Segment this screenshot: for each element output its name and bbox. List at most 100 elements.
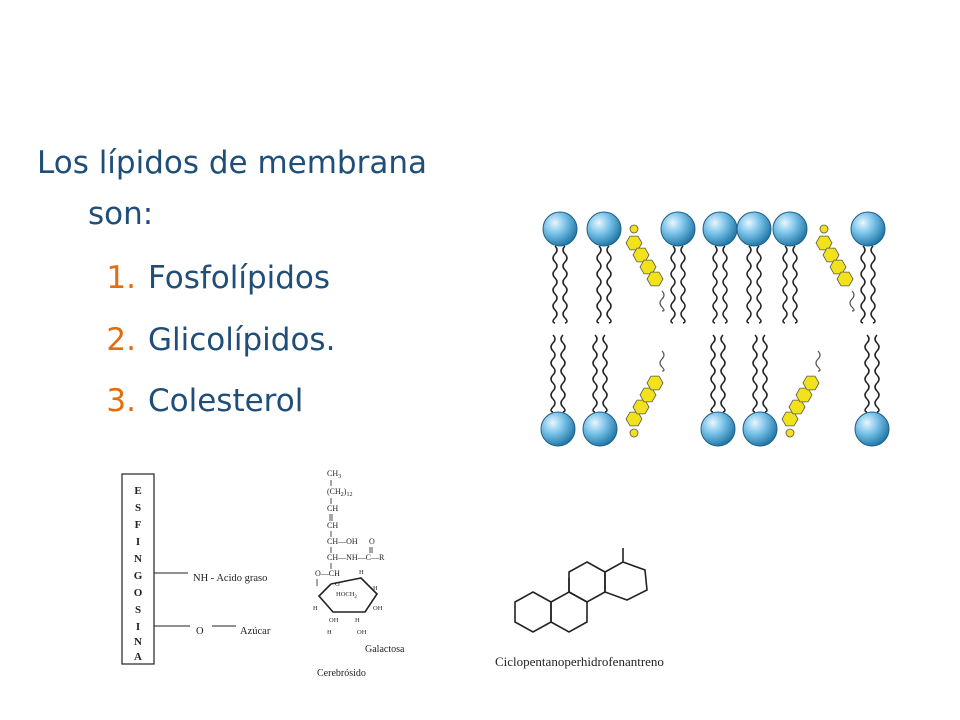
sphingosine-letter: N [134, 553, 142, 565]
cholesterol-oh-group [785, 428, 795, 438]
list-number: 1. [106, 260, 136, 296]
fatty-acid-tail [552, 245, 558, 324]
ch3-label: CH [327, 469, 338, 478]
fatty-acid-tail [710, 334, 716, 413]
ring-h-label: H [327, 629, 332, 636]
choh-label: CH—OH [327, 537, 358, 546]
fatty-acid-tail [870, 245, 876, 324]
intro-line-1: Los lípidos de membrana [37, 145, 427, 181]
cholesterol-oh-group [629, 224, 639, 234]
fatty-acid-tail [670, 245, 676, 324]
fatty-acid-tail [782, 245, 788, 324]
fatty-acid-tail [864, 334, 870, 413]
phospholipid-head [772, 211, 808, 247]
cholesterol-oh-group [629, 428, 639, 438]
phospholipid-head [702, 211, 738, 247]
phospholipid-head [850, 211, 886, 247]
hoch-label: HOCH2 [336, 591, 357, 600]
list-item: 3. Colesterol [88, 383, 303, 419]
fatty-acid-tail [560, 334, 566, 413]
ch3-subscript: 3 [338, 474, 341, 480]
phospholipid-head [660, 211, 696, 247]
fatty-acid-tail [562, 245, 568, 324]
fatty-acid-tail [874, 334, 880, 413]
ch-label-a: CH [327, 504, 338, 513]
sphingosine-letter: S [135, 604, 141, 616]
fatty-acid-tail [606, 245, 612, 324]
ring-h-label: H [373, 585, 378, 592]
phospholipid-head [700, 411, 736, 447]
list-item: 2. Glicolípidos. [88, 322, 335, 358]
lipid-bilayer-illustration [540, 211, 890, 447]
svg-text:(CH2)12: (CH2)12 [327, 487, 352, 498]
nh-label: NH - Acido graso [193, 573, 267, 584]
ring-h-label: H [355, 617, 360, 624]
och-label: O—CH [315, 569, 340, 578]
cholesterol-tail [849, 290, 855, 312]
fatty-acid-tail [762, 334, 768, 413]
cholesterol-ring [646, 375, 664, 391]
phospholipid-head [854, 411, 890, 447]
sphingosine-letter: I [136, 621, 140, 633]
sphingosine-letter: O [134, 587, 143, 599]
list-number: 3. [106, 383, 136, 419]
chnh-label: CH—NH—C—R [327, 553, 385, 562]
list-item: 1. Fosfolípidos [88, 260, 330, 296]
sphingosine-letter: E [134, 485, 141, 497]
cholesterol-tail [659, 350, 665, 372]
steroid-caption: Ciclopentanoperhidrofenantreno [495, 654, 664, 669]
o-top-label: O [369, 537, 375, 546]
fatty-acid-tail [860, 245, 866, 324]
svg-text:CH3: CH3 [327, 469, 341, 480]
intro-line-2: son: [88, 196, 154, 232]
o-label: O [196, 626, 204, 637]
phospholipid-head [736, 211, 772, 247]
sphingosine-letter: I [136, 536, 140, 548]
ch2-paren: ) [344, 487, 347, 496]
ring-oh-label: OH [373, 605, 383, 612]
fatty-acid-tail [792, 245, 798, 324]
fatty-acid-tail [602, 334, 608, 413]
sugar-label: Azúcar [240, 626, 271, 637]
sphingosine-letter: N [134, 636, 142, 648]
sphingosine-diagram: E S F I N G O S I N A NH - Acido graso O… [121, 473, 271, 665]
list-label: Glicolípidos. [148, 322, 336, 358]
fatty-acid-tail [712, 245, 718, 324]
cholesterol-tail [815, 350, 821, 372]
phospholipid-head [542, 211, 578, 247]
steroid-rings [514, 548, 648, 633]
cerebroside-caption: Cerebrósido [317, 668, 366, 679]
fatty-acid-tail [722, 245, 728, 324]
fatty-acid-tail [596, 245, 602, 324]
fatty-acid-tail [756, 245, 762, 324]
phospholipid-head [586, 211, 622, 247]
ring-oh-label: OH [329, 617, 339, 624]
list-label: Fosfolípidos [148, 260, 331, 296]
ring-oh-label: OH [357, 629, 367, 636]
cholesterol-ring [836, 271, 854, 287]
phospholipid-head [582, 411, 618, 447]
cerebroside-structure: CH3 (CH2)12 CH CH CH—OH O CH—NH—C—R O—CH… [313, 469, 405, 679]
ring-o-label: O [335, 581, 340, 588]
fatty-acid-tail [592, 334, 598, 413]
sphingosine-letter: A [134, 651, 142, 663]
ring-h-label: H [313, 605, 318, 612]
galactose-label: Galactosa [365, 644, 405, 655]
ch2-label: (CH [327, 487, 341, 496]
ch2-index: 12 [346, 492, 352, 498]
fatty-acid-tail [752, 334, 758, 413]
sphingosine-box [121, 473, 155, 665]
phospholipid-head [540, 411, 576, 447]
cholesterol-oh-group [819, 224, 829, 234]
galactose-ring [317, 577, 379, 613]
bilayer-group [540, 211, 890, 447]
cholesterol-ring [802, 375, 820, 391]
list-label: Colesterol [148, 383, 304, 419]
ch-label-b: CH [327, 521, 338, 530]
phospholipid-head [742, 411, 778, 447]
ring-h-label: H [359, 569, 364, 576]
list-number: 2. [106, 322, 136, 358]
cholesterol-ring [646, 271, 664, 287]
sphingosine-letter: G [134, 570, 143, 582]
fatty-acid-tail [550, 334, 556, 413]
